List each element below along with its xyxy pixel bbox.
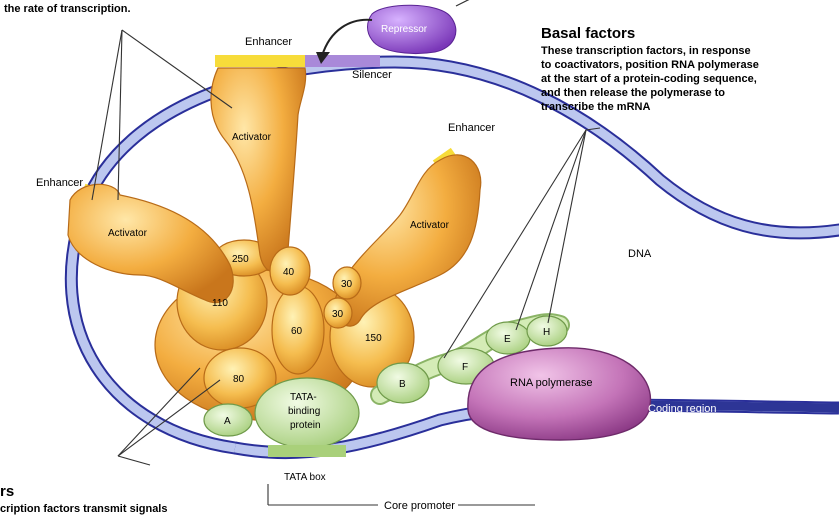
basal-b-label: B <box>399 379 406 390</box>
subunit-150-label: 150 <box>365 333 382 344</box>
subunit-60-label: 60 <box>291 326 303 337</box>
subunit-80-label: 80 <box>233 374 245 385</box>
rna-polymerase-label: RNA polymerase <box>510 377 593 389</box>
tata-box-patch <box>268 445 346 457</box>
enhancer-top-label: Enhancer <box>245 36 292 48</box>
subunit-30b-label: 30 <box>332 309 344 320</box>
basal-h-label: H <box>543 327 550 338</box>
activator-left-shape <box>68 184 233 302</box>
coactivator-heading: rs <box>0 483 14 500</box>
tbp-label-line-2: binding <box>288 406 320 417</box>
activator-right-label: Activator <box>410 220 450 231</box>
silencer-label: Silencer <box>352 69 392 81</box>
enhancer-left-label: Enhancer <box>36 177 83 189</box>
basal-f-label: F <box>462 362 468 373</box>
top-right-pointer <box>456 0 476 6</box>
silencer-patch <box>305 55 380 67</box>
activator-top-shape <box>211 68 306 271</box>
tata-box-label: TATA box <box>284 472 326 483</box>
basal-a-label: A <box>224 416 231 427</box>
activator-top-label: Activator <box>232 132 272 143</box>
tbp-label-line-1: TATA- <box>290 392 317 403</box>
rna-polymerase-shape <box>468 348 651 440</box>
basal-body-line-5: transcribe the mRNA <box>541 101 650 113</box>
subunit-30a-label: 30 <box>341 279 353 290</box>
tbp-label-line-3: protein <box>290 420 321 431</box>
basal-body-line-4: and then release the polymerase to <box>541 87 725 99</box>
basal-body-line-3: at the start of a protein-coding sequenc… <box>541 73 757 85</box>
subunit-40-label: 40 <box>283 267 295 278</box>
coding-region-label: Coding region <box>648 403 717 415</box>
core-promoter-label: Core promoter <box>384 500 455 512</box>
activator-right-shape <box>334 155 481 326</box>
repressor-label: Repressor <box>381 24 428 35</box>
basal-e-label: E <box>504 334 511 345</box>
basal-heading: Basal factors <box>541 25 635 42</box>
subunit-250-label: 250 <box>232 254 249 265</box>
dna-label: DNA <box>628 248 652 260</box>
top-caption: the rate of transcription. <box>4 3 131 15</box>
basal-body-line-1: These transcription factors, in response <box>541 45 751 57</box>
enhancer-patch-top <box>215 55 305 67</box>
basal-body-line-2: to coactivators, position RNA polymerase <box>541 59 759 71</box>
subunit-110-label: 110 <box>212 298 228 309</box>
activator-left-label: Activator <box>108 228 148 239</box>
enhancer-right-label: Enhancer <box>448 122 495 134</box>
coactivator-body: cription factors transmit signals <box>0 503 167 515</box>
repressor-arrow <box>322 20 372 56</box>
